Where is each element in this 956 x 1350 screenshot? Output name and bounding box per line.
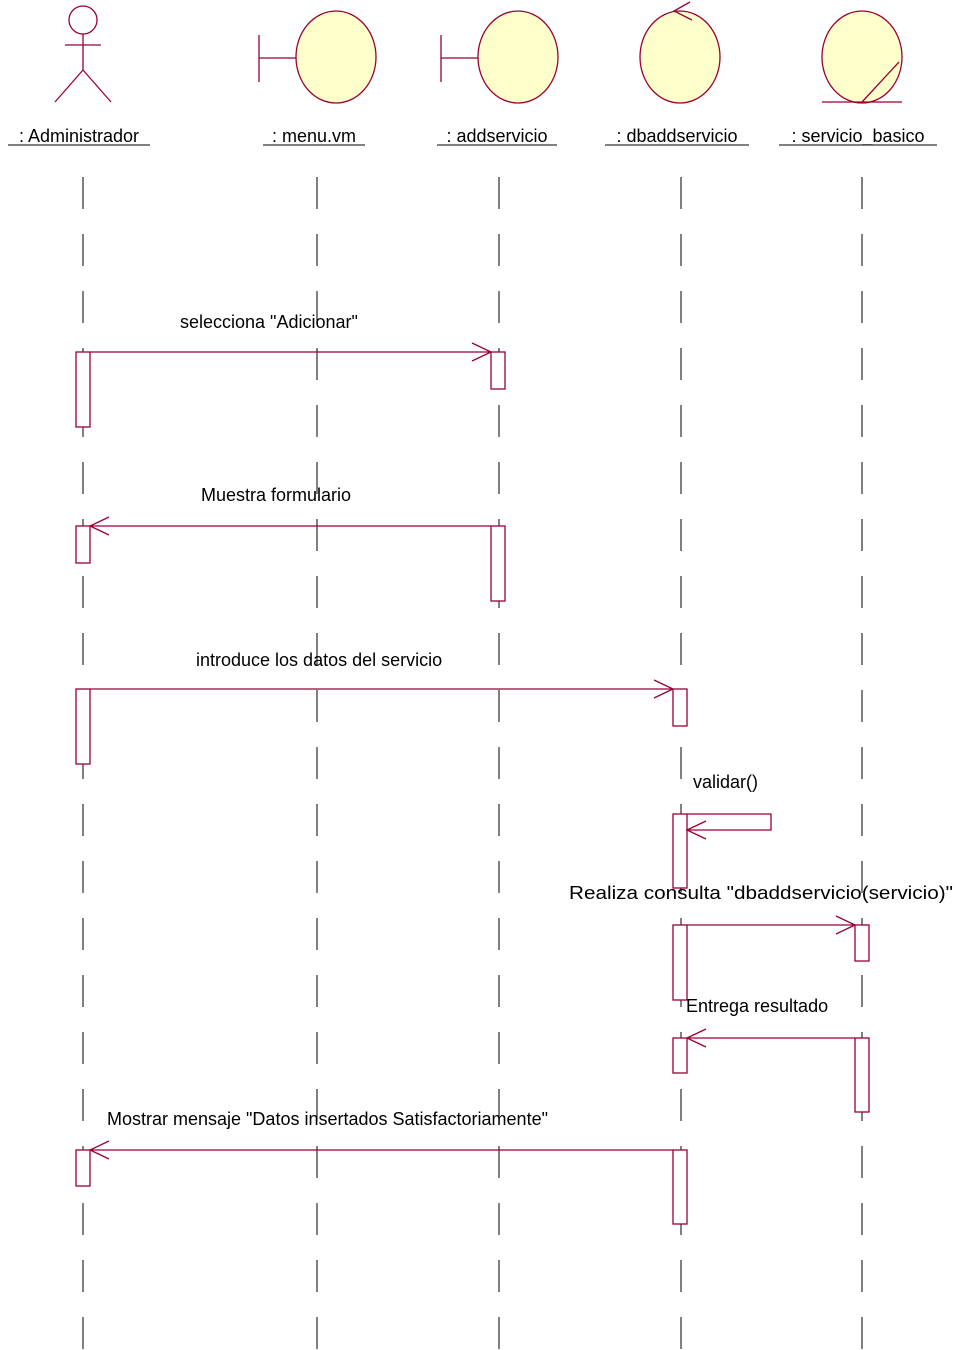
message-label: Muestra formulario bbox=[201, 485, 351, 505]
arrowhead-icon bbox=[653, 679, 675, 699]
arrowhead-icon bbox=[685, 1028, 707, 1048]
boundary-icon bbox=[440, 10, 559, 104]
message-label: Entrega resultado bbox=[686, 996, 828, 1016]
activation-bar bbox=[672, 1037, 688, 1074]
arrowhead-icon bbox=[471, 342, 493, 362]
message-label: selecciona "Adicionar" bbox=[180, 312, 358, 332]
activation-bar bbox=[672, 813, 688, 889]
message-label: introduce los datos del servicio bbox=[196, 650, 442, 670]
entity-icon bbox=[821, 10, 903, 104]
arrowhead-icon bbox=[835, 915, 857, 935]
activation-bar bbox=[75, 525, 91, 564]
activation-bar bbox=[672, 1149, 688, 1225]
control-icon bbox=[639, 1, 721, 104]
participant-label-dbaddservicio: : dbaddservicio bbox=[616, 126, 737, 146]
participant-label-administrador: : Administrador bbox=[19, 126, 139, 146]
participant-label-addservicio: : addservicio bbox=[446, 126, 547, 146]
message-arrow bbox=[687, 813, 772, 831]
actor-icon bbox=[54, 5, 112, 103]
activation-bar bbox=[75, 688, 91, 765]
message-label: Mostrar mensaje "Datos insertados Satisf… bbox=[107, 1109, 548, 1129]
arrowhead-icon bbox=[88, 1140, 110, 1160]
arrowhead-icon bbox=[88, 516, 110, 536]
activation-bar bbox=[672, 924, 688, 1001]
activation-bar bbox=[75, 351, 91, 428]
activation-bar bbox=[854, 1037, 870, 1113]
participant-label-menu: : menu.vm bbox=[272, 126, 356, 146]
boundary-icon bbox=[258, 10, 377, 104]
activation-bar bbox=[672, 688, 688, 727]
activation-bar bbox=[75, 1149, 91, 1187]
activation-bar bbox=[490, 351, 506, 390]
activation-bar bbox=[490, 525, 506, 602]
activation-bar bbox=[854, 924, 870, 962]
message-label: Realiza consulta "dbaddservicio(servicio… bbox=[569, 883, 953, 903]
arrowhead-icon bbox=[685, 820, 707, 840]
participant-label-servicio-basico: : servicio_basico bbox=[791, 126, 924, 147]
message-label: validar() bbox=[693, 772, 758, 792]
